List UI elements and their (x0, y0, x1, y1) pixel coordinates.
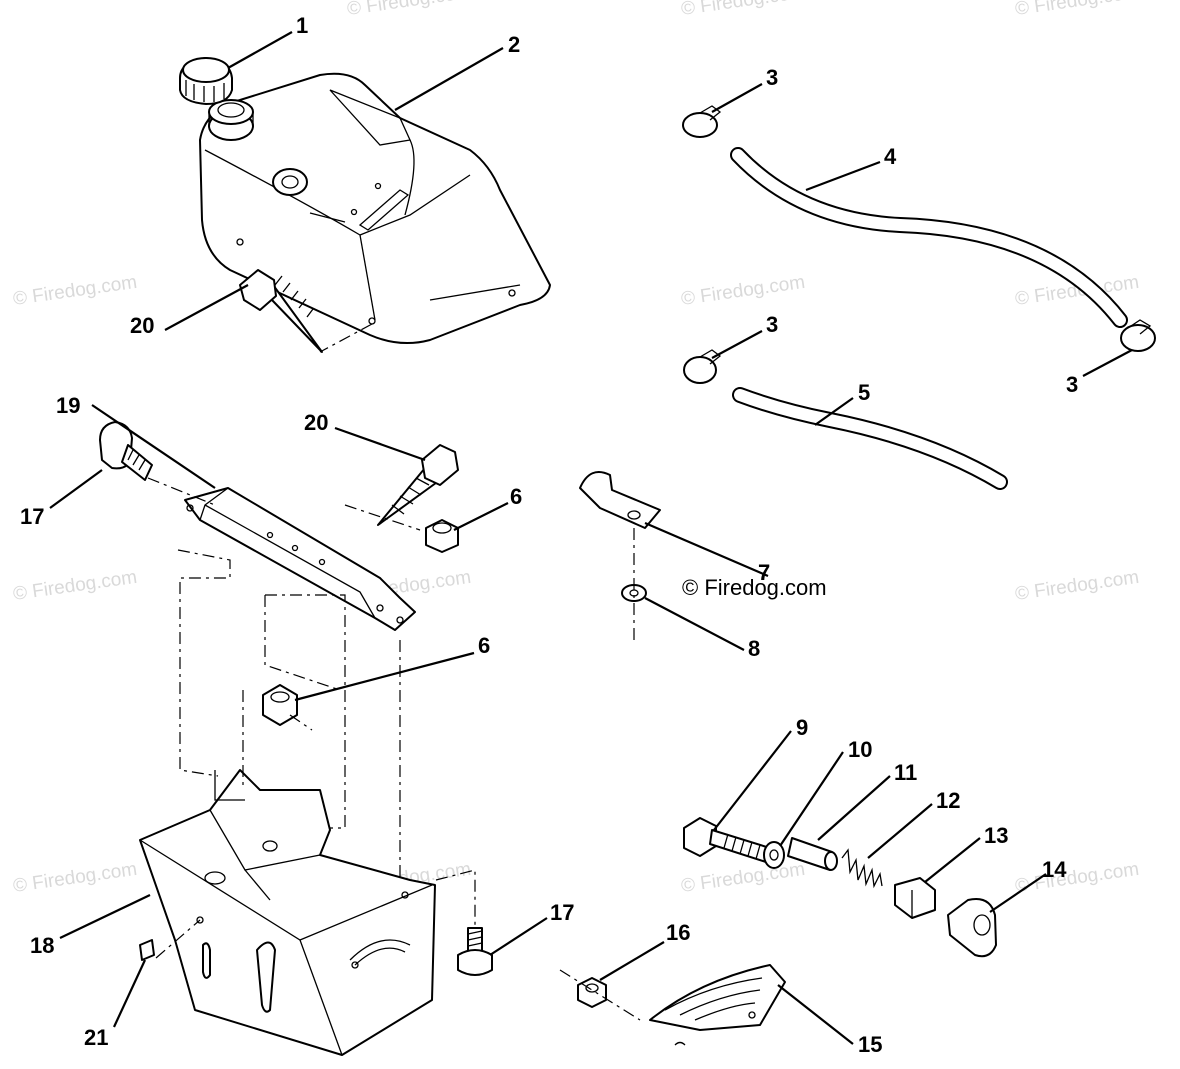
leader-line-8 (644, 597, 745, 651)
hose-clamp-1 (682, 105, 722, 138)
fuel-hose-long (730, 147, 1128, 328)
leader-line-5 (814, 397, 854, 426)
callout-number-1: 1 (296, 13, 308, 38)
hex-nut-upper (425, 519, 459, 553)
fuel-tank (199, 72, 551, 345)
hex-nut-lower (262, 684, 298, 726)
watermark-text: © Firedog.com (12, 859, 139, 897)
leader-line-4 (805, 160, 881, 192)
leader-line-3a (711, 83, 763, 113)
lever-bracket (947, 898, 997, 958)
watermark-text: © Firedog.com (1014, 0, 1141, 20)
leader-line-14 (989, 873, 1047, 913)
leader-line-13 (924, 837, 981, 883)
callout-number-6b: 6 (478, 633, 490, 658)
callout-number-16: 16 (666, 920, 690, 945)
leader-line-2 (394, 47, 504, 111)
callout-number-5: 5 (858, 380, 870, 405)
leader-line-16 (599, 941, 665, 981)
mounting-bracket (184, 487, 416, 631)
callout-number-6a: 6 (510, 484, 522, 509)
watermark-text: © Firedog.com (680, 0, 807, 20)
flange-nut (577, 977, 607, 1008)
callout-number-3b: 3 (766, 312, 778, 337)
watermark-text: © Firedog.com (1014, 567, 1141, 605)
leader-line-1 (227, 31, 293, 69)
carriage-bolt-lower (457, 927, 493, 976)
watermark-text: © Firedog.com (12, 272, 139, 310)
callout-number-14: 14 (1042, 857, 1067, 882)
tapping-screw-lower (377, 444, 459, 526)
fuel-hose-short (732, 387, 1008, 490)
callout-number-12: 12 (936, 788, 960, 813)
leader-line-17a (49, 469, 103, 509)
console-panel (139, 769, 436, 1056)
leader-line-9 (713, 730, 792, 831)
callout-number-3a: 3 (766, 65, 778, 90)
callout-number-10: 10 (848, 737, 872, 762)
spacer (787, 837, 838, 871)
callout-number-8: 8 (748, 636, 760, 661)
quadrant-plate (649, 964, 786, 1046)
callout-number-20b: 20 (304, 410, 328, 435)
leader-line-11 (817, 775, 891, 841)
leader-line-3b (711, 330, 763, 359)
watermark-text: © Firedog.com (680, 272, 807, 310)
callout-number-20a: 20 (130, 313, 154, 338)
spring (841, 848, 883, 889)
watermark-text: © Firedog.com (680, 859, 807, 897)
hose-clamp-2 (683, 349, 722, 384)
watermark-text: © Firedog.com (346, 0, 473, 20)
hex-bolt (683, 817, 771, 863)
leader-line-20b (334, 426, 426, 462)
callout-number-15: 15 (858, 1032, 882, 1057)
watermark-layer: © Firedog.com © Firedog.com © Firedog.com ©… (12, 0, 1141, 897)
copyright-label: © Firedog.com (682, 575, 827, 600)
tapping-screw-upper (239, 269, 323, 353)
callout-number-17b: 17 (550, 900, 574, 925)
fuel-cap (179, 57, 233, 105)
callout-number-4: 4 (884, 144, 897, 169)
callout-number-21: 21 (84, 1025, 108, 1050)
slider-block (894, 877, 936, 919)
leader-line-21 (113, 959, 146, 1028)
hose-clip (579, 471, 661, 529)
callout-number-9: 9 (796, 715, 808, 740)
callout-number-11: 11 (894, 760, 917, 785)
callout-number-13: 13 (984, 823, 1008, 848)
leader-line-18 (59, 894, 151, 939)
leader-line-6a (453, 502, 509, 531)
leader-line-15 (777, 984, 854, 1045)
leader-line-6b (294, 651, 475, 702)
leader-line-7 (644, 521, 769, 578)
assembly-centerlines (147, 323, 641, 1021)
callout-number-2: 2 (508, 32, 520, 57)
leader-line-3c (1082, 349, 1133, 377)
leader-line-17b (489, 917, 548, 956)
leader-line-10 (779, 751, 844, 847)
washer-10 (763, 841, 785, 869)
callout-number-7: 7 (758, 560, 770, 585)
hose-clamp-3 (1120, 319, 1156, 352)
leader-line-20a (164, 284, 249, 331)
callout-number-17a: 17 (20, 504, 44, 529)
watermark-text: © Firedog.com (12, 567, 139, 605)
plug (139, 939, 155, 961)
carriage-bolt-upper (99, 421, 153, 481)
callout-number-3c: 3 (1066, 372, 1078, 397)
watermark-text: © Firedog.com (1014, 859, 1141, 897)
callout-number-19: 19 (56, 393, 80, 418)
callout-number-18: 18 (30, 933, 54, 958)
leader-line-12 (867, 803, 933, 859)
leader-line-19 (91, 404, 216, 489)
